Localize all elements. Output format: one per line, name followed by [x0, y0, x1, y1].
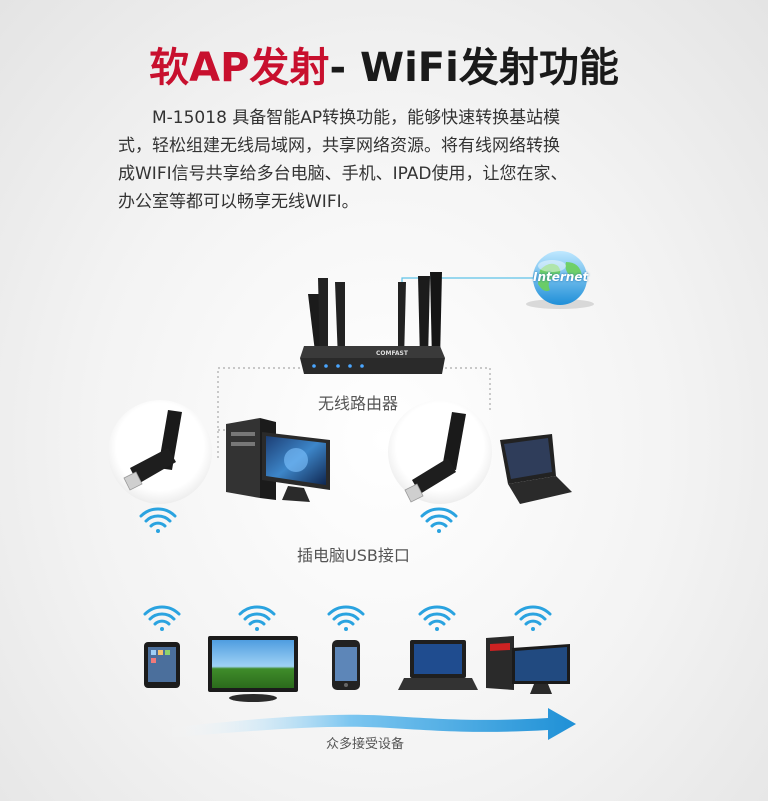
usb-adapter-icon: [108, 400, 212, 504]
arrow-right-icon: [165, 708, 576, 740]
laptop-icon: [500, 434, 572, 504]
router-icon: [300, 272, 445, 374]
tv-icon: [208, 636, 298, 702]
wifi-signal-icon: [143, 605, 181, 631]
internet-label: Internet: [533, 270, 589, 284]
title-highlight: 软AP发射: [149, 45, 330, 91]
description-line: 办公室等都可以畅享无线WIFI。: [118, 192, 359, 212]
wifi-signal-icon: [420, 507, 458, 533]
wifi-signal-icon: [514, 605, 552, 631]
router-label: 无线路由器: [318, 394, 399, 413]
router-brand: COMFAST: [376, 350, 408, 357]
desktop-pc-icon: [486, 636, 570, 694]
wifi-signal-icon: [418, 605, 456, 631]
globe-icon: [526, 251, 594, 309]
phone-icon: [332, 640, 360, 690]
wifi-signal-icon: [327, 605, 365, 631]
tablet-icon: [144, 642, 180, 688]
usb-label: 插电脑USB接口: [297, 546, 410, 565]
page-title: 软AP发射- WiFi发射功能: [0, 40, 768, 96]
description: M-15018 具备智能AP转换功能，能够快速转换基站模 式，轻松组建无线局域网…: [118, 104, 658, 216]
wifi-signal-icon: [139, 507, 177, 533]
laptop-icon: [398, 640, 478, 690]
description-line: 成WIFI信号共享给多台电脑、手机、IPAD使用，让您在家、: [118, 164, 568, 184]
title-rest: - WiFi发射功能: [329, 45, 619, 91]
wifi-signal-icon: [238, 605, 276, 631]
devices-label: 众多接受设备: [326, 737, 405, 752]
description-line: 式，轻松组建无线局域网，共享网络资源。将有线网络转换: [118, 136, 560, 156]
usb-adapter-icon: [388, 400, 492, 504]
description-line: M-15018 具备智能AP转换功能，能够快速转换基站模: [152, 108, 561, 128]
desktop-pc-icon: [226, 418, 330, 502]
